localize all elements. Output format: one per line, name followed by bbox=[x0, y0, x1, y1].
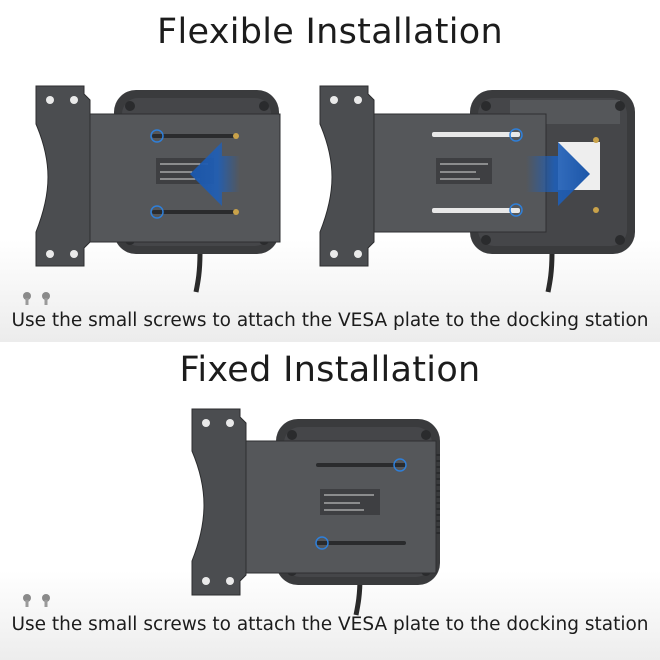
screw-icon bbox=[23, 292, 50, 305]
screw-icon bbox=[23, 594, 50, 607]
flexible-installation-title: Flexible Installation bbox=[157, 12, 503, 52]
fixed-illustration bbox=[191, 408, 440, 616]
arrow-right-icon bbox=[526, 142, 590, 206]
fixed-installation-title: Fixed Installation bbox=[179, 350, 481, 390]
fixed-installation-caption: Use the small screws to attach the VESA … bbox=[11, 614, 649, 635]
arrow-left-icon bbox=[190, 142, 240, 206]
flexible-installation-caption: Use the small screws to attach the VESA … bbox=[11, 310, 649, 331]
flexible-illustration-left bbox=[35, 85, 281, 293]
flexible-illustration-right bbox=[319, 85, 635, 293]
